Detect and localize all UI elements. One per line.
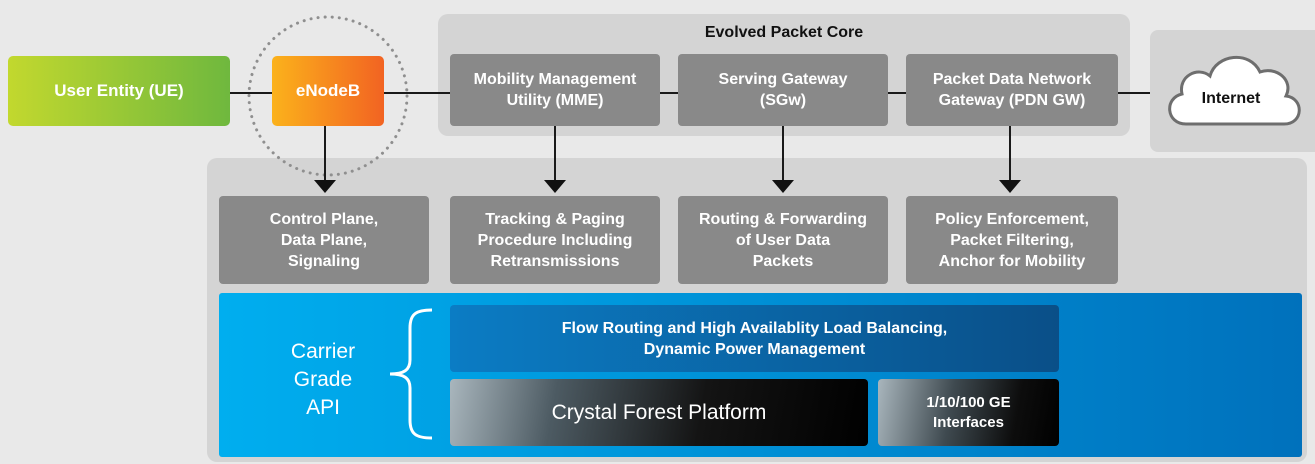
internet-label: Internet (1201, 90, 1261, 107)
sgw-down-arrow (772, 180, 794, 193)
interfaces-box: 1/10/100 GE Interfaces (878, 379, 1059, 446)
user-entity-label: User Entity (UE) (54, 81, 184, 100)
enodeb-down-arrow (314, 180, 336, 193)
brace-icon (389, 308, 433, 440)
mme-down-arrow (544, 180, 566, 193)
epc-title: Evolved Packet Core (704, 24, 864, 41)
mme-down-line (554, 126, 556, 180)
enodeb-down-line (324, 126, 326, 180)
carrier-grade-api-label: Carrier Grade API (290, 340, 356, 419)
enodeb-box: eNodeB (272, 56, 384, 126)
pdngw-down-line (1009, 126, 1011, 180)
pdngw-down-arrow (999, 180, 1021, 193)
function-control-plane: Control Plane, Data Plane, Signaling (219, 196, 429, 284)
function-policy-enforcement: Policy Enforcement, Packet Filtering, An… (906, 196, 1118, 284)
user-entity-box: User Entity (UE) (8, 56, 230, 126)
function-routing-forwarding: Routing & Forwarding of User Data Packet… (678, 196, 888, 284)
enodeb-label: eNodeB (295, 81, 361, 100)
sgw-down-line (782, 126, 784, 180)
flow-routing-box: Flow Routing and High Availablity Load B… (450, 305, 1059, 372)
mme-box: Mobility Management Utility (MME) (450, 54, 660, 126)
function-tracking-paging: Tracking & Paging Procedure Including Re… (450, 196, 660, 284)
pdn-gateway-box: Packet Data Network Gateway (PDN GW) (906, 54, 1118, 126)
cloud-icon (1168, 56, 1301, 126)
enodeb-coverage-circle (247, 15, 409, 177)
serving-gateway-box: Serving Gateway (SGw) (678, 54, 888, 126)
crystal-forest-platform-box: Crystal Forest Platform (450, 379, 868, 446)
